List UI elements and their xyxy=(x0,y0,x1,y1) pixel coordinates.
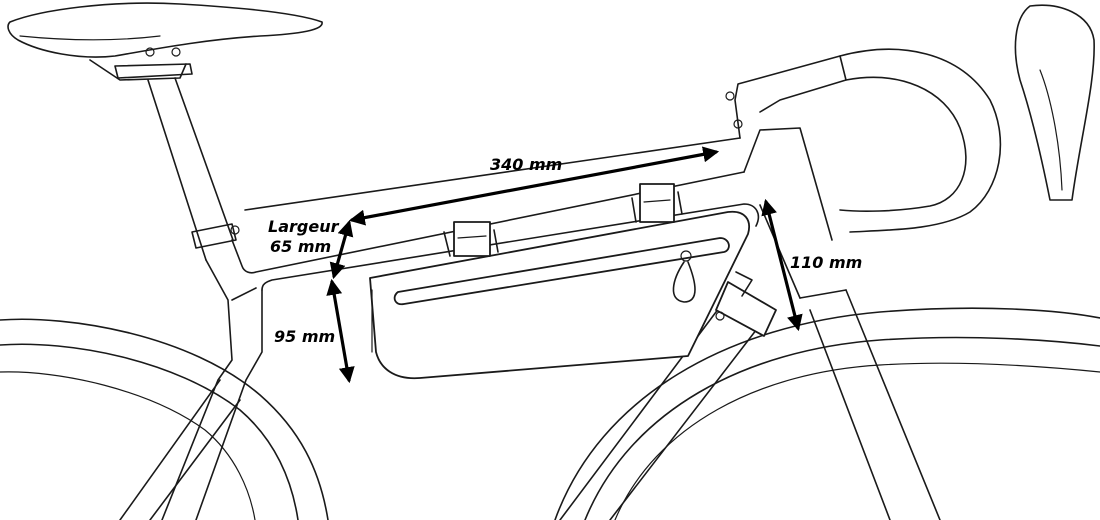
label-width-value: 65 mm xyxy=(270,237,331,256)
strap-right xyxy=(631,183,683,223)
dimension-arrow-length xyxy=(348,146,720,226)
label-height-front: 95 mm xyxy=(274,327,335,346)
dimension-arrow-height-front xyxy=(326,278,355,384)
seat-post xyxy=(147,77,240,261)
label-height-rear: 110 mm xyxy=(790,253,862,272)
strap-front xyxy=(715,271,777,337)
dimension-arrow-width xyxy=(329,219,354,280)
rear-wheel xyxy=(0,318,329,520)
dimension-arrow-height-rear xyxy=(761,198,803,332)
handlebar xyxy=(725,4,1095,233)
label-length: 340 mm xyxy=(490,155,562,174)
label-width-title: Largeur xyxy=(268,217,340,236)
strap-left xyxy=(443,221,499,257)
saddle xyxy=(7,2,323,81)
frame-bag xyxy=(369,183,777,380)
